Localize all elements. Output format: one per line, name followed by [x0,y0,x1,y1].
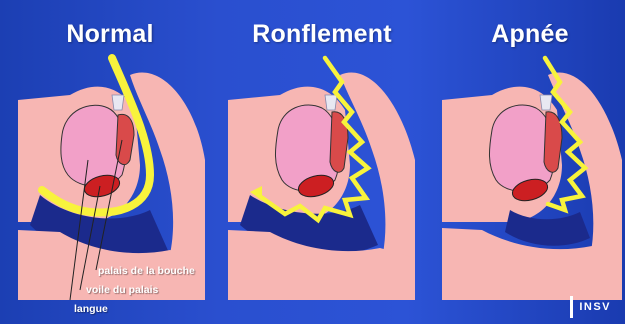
insv-logo: INSV [570,296,611,318]
panel-apnee [442,58,622,300]
label-palate: palais de la bouche [98,265,195,277]
logo-text: INSV [579,301,611,313]
label-tongue: langue [74,303,108,315]
panel-ronflement [228,58,415,300]
tooth-ronflement [325,95,337,110]
tooth-normal [112,95,124,110]
airway-dark-apnee [505,210,590,246]
tooth-apnee [540,95,552,110]
logo-bar [570,296,573,318]
label-soft-palate: voile du palais [86,284,158,296]
panel-normal [18,58,205,300]
